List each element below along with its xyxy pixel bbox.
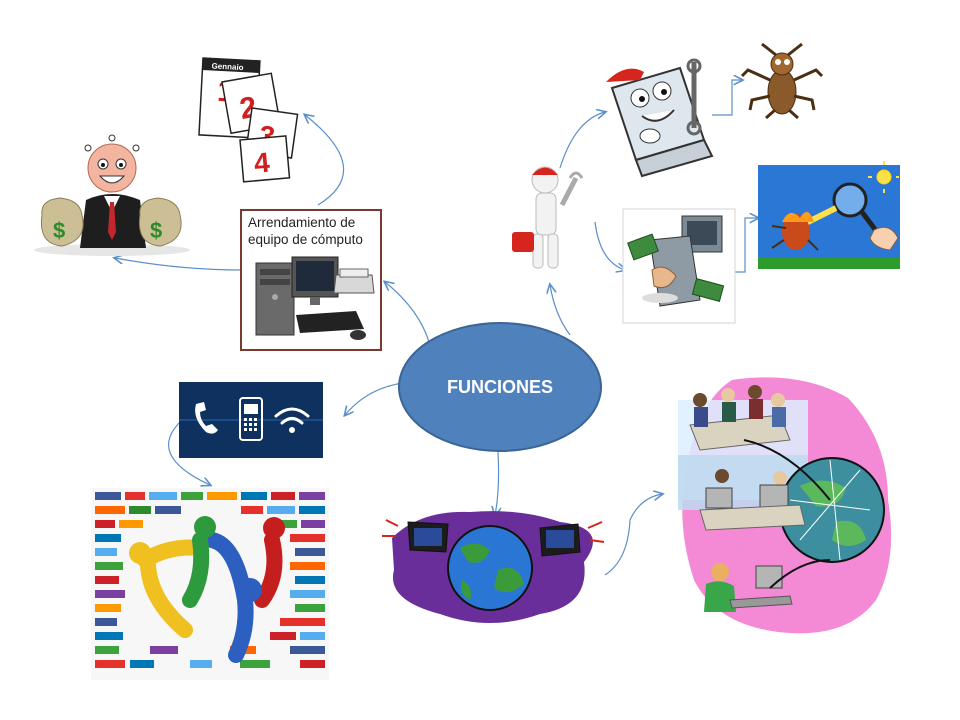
connector-to-money [115,258,243,271]
connector-to-social [167,419,210,485]
social-networks-icon [91,488,329,680]
computer-rental-label: Arrendamiento de equipo de cómputo [248,215,363,247]
businessman-money-icon: $ $ [34,134,190,256]
connector-to-hardware [594,221,625,270]
computer-rental-icon [255,256,375,340]
svg-text:$: $ [150,218,162,243]
connector-to-bug [712,80,742,116]
calendar-icon: Gennaio 1 2 3 4 [198,57,299,183]
laptop-repair-icon [606,58,714,178]
center-node-label: FUNCIONES [446,376,553,397]
bug-magnifier-icon [758,161,900,269]
calendar-number-4: 4 [253,147,272,179]
globe-network-icon [382,511,605,623]
connectors [115,80,758,576]
calendar-month: Gennaio [211,61,244,72]
connector-to-globe [495,451,499,515]
technician-icon [512,166,584,269]
communications-icon [179,382,323,458]
connector-to-technician [550,285,571,336]
bug-icon [740,42,824,120]
computer-hardware-icon [622,208,736,324]
connector-to-office [604,494,662,576]
connector-to-laptop [559,112,605,169]
connector-to-magnifier [735,218,758,273]
connector-to-rental [385,282,431,346]
connector-to-calendar [305,115,345,206]
svg-text:$: $ [53,218,65,243]
computer-rental-box: Arrendamiento de equipo de cómputo [240,209,382,351]
center-node-funciones: FUNCIONES [398,322,602,452]
office-network-icon [678,377,892,634]
